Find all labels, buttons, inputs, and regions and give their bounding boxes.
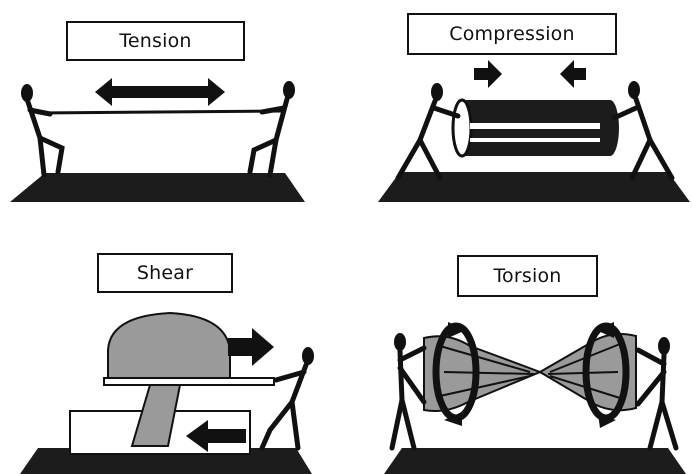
shear-label: Shear xyxy=(97,253,233,293)
compression-right-arrow-icon xyxy=(474,60,502,88)
shear-dome xyxy=(107,311,231,381)
shear-bar xyxy=(130,384,182,447)
torsion-ground xyxy=(384,448,686,474)
shear-panel xyxy=(20,311,314,474)
tension-rope xyxy=(37,109,284,115)
compression-label: Compression xyxy=(407,13,617,55)
shear-left-arrow-icon xyxy=(186,420,246,452)
torsion-left-person-icon xyxy=(389,333,427,451)
torsion-label-text: Torsion xyxy=(493,265,562,287)
tension-right-person-icon xyxy=(247,81,295,178)
compression-left-person-icon xyxy=(395,83,461,181)
compression-left-arrow-icon xyxy=(560,60,586,88)
shear-label-text: Shear xyxy=(136,262,194,284)
compression-right-person-icon xyxy=(611,81,675,181)
compression-label-text: Compression xyxy=(449,23,575,45)
shear-right-arrow-icon xyxy=(228,328,274,366)
shear-person-icon xyxy=(259,347,314,451)
compression-cylinder xyxy=(451,98,619,158)
torsion-right-person-icon xyxy=(635,337,679,451)
torsion-label: Torsion xyxy=(457,255,598,297)
compression-ground xyxy=(378,172,690,202)
compression-panel xyxy=(378,60,690,202)
tension-ground xyxy=(10,173,305,202)
tension-label: Tension xyxy=(66,21,245,61)
shear-plate xyxy=(103,377,275,386)
tension-panel xyxy=(10,78,305,202)
tension-left-person-icon xyxy=(21,84,65,178)
tension-label-text: Tension xyxy=(119,30,192,52)
torsion-panel xyxy=(384,322,686,474)
tension-double-arrow-icon xyxy=(95,78,225,106)
